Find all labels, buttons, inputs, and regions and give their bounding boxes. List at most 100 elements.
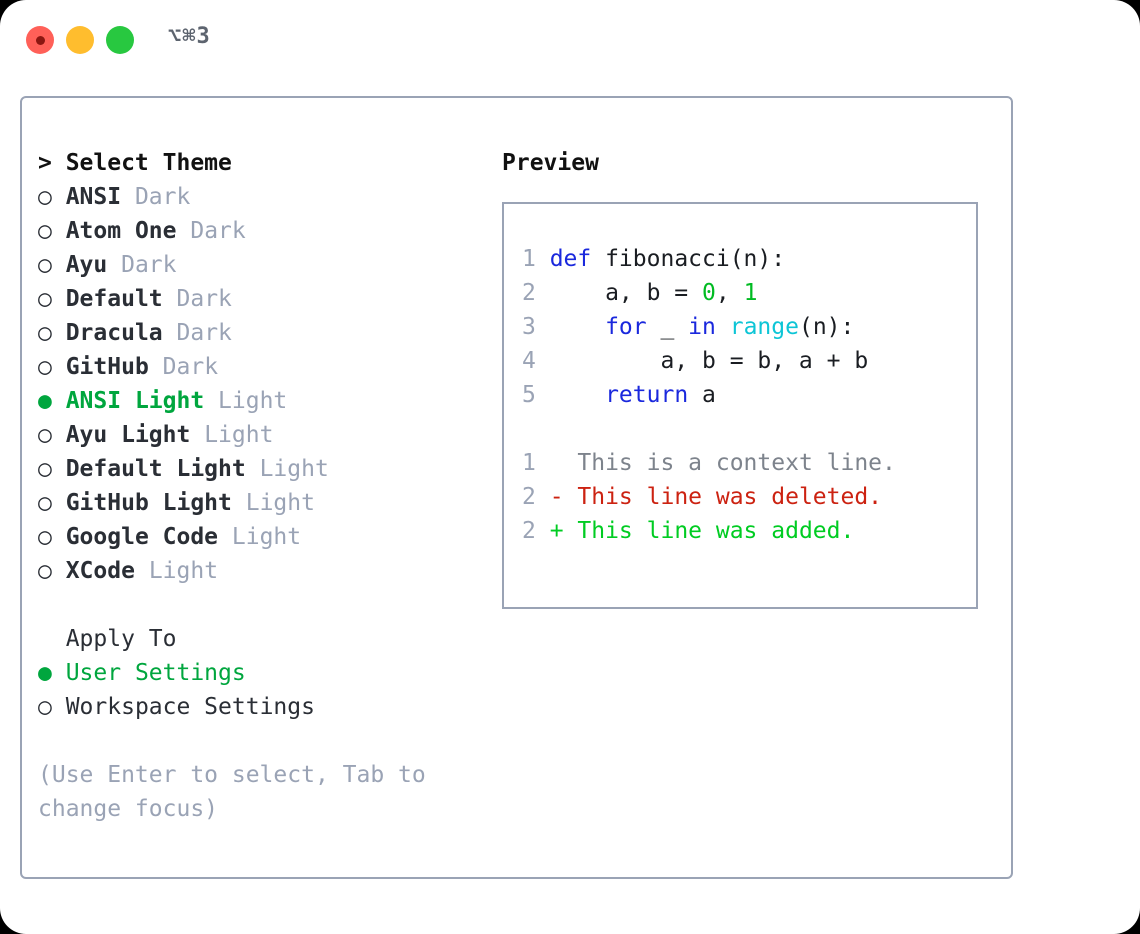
theme-option-default[interactable]: ○ Default Dark [38,282,488,316]
radio-selected-icon: ● [38,660,52,686]
title-bar: ⌥⌘3 [0,0,1140,78]
radio-unselected-icon: ○ [38,354,52,380]
theme-option-google-code[interactable]: ○ Google Code Light [38,520,488,554]
apply-to-option-label: User Settings [65,660,246,686]
theme-option-variant: Dark [134,184,191,210]
line-number: 3 [522,314,536,340]
theme-option-label: Google Code [65,524,219,550]
theme-option-ansi-light[interactable]: ● ANSI Light Light [38,384,488,418]
code-token: , [715,280,744,306]
theme-option-variant: Dark [121,252,177,278]
theme-option-ayu[interactable]: ○ Ayu Dark [38,248,488,282]
theme-option-label: GitHub Light [65,490,232,516]
diff-sign: - [549,484,578,510]
theme-picker-column: > Select Theme ○ ANSI Dark○ Atom One Dar… [38,146,488,826]
theme-option-label: Ayu Light [65,422,191,448]
code-token: 1 [743,280,758,306]
theme-option-variant: Dark [162,354,219,380]
theme-option-github[interactable]: ○ GitHub Dark [38,350,488,384]
theme-list: ○ ANSI Dark○ Atom One Dark○ Ayu Dark○ De… [38,180,488,588]
theme-option-dracula[interactable]: ○ Dracula Dark [38,316,488,350]
theme-option-variant: Light [148,558,219,584]
theme-option-variant: Light [231,524,302,550]
line-number: 2 [522,280,536,306]
code-token [550,314,605,340]
spacer [38,588,488,622]
spacer [522,412,976,446]
code-token [550,382,605,408]
theme-option-ansi[interactable]: ○ ANSI Dark [38,180,488,214]
code-token: fibonacci(n): [605,246,786,272]
code-line: 5 return a [522,378,976,412]
code-token: range [729,314,799,340]
radio-selected-icon: ● [38,388,52,414]
record-indicator-icon [36,36,45,45]
theme-option-label: ANSI Light [65,388,205,414]
theme-option-variant: Dark [190,218,246,244]
line-number: 2 [522,518,536,544]
diff-sign: + [549,518,578,544]
main-panel: > Select Theme ○ ANSI Dark○ Atom One Dar… [20,96,1013,879]
theme-option-label: GitHub [65,354,149,380]
code-token: return [605,382,689,408]
code-token: in [688,314,716,340]
theme-option-variant: Light [218,388,288,414]
theme-option-label: Dracula [65,320,163,346]
theme-option-variant: Light [245,490,315,516]
keyboard-hint: (Use Enter to select, Tab to change focu… [38,762,426,822]
theme-option-variant: Dark [176,286,232,312]
radio-unselected-icon: ○ [38,252,52,278]
theme-option-variant: Dark [176,320,232,346]
theme-option-default-light[interactable]: ○ Default Light Light [38,452,488,486]
theme-option-label: Default [65,286,163,312]
apply-to-option-workspace-settings[interactable]: ○ Workspace Settings [38,690,488,724]
code-token: 0 [702,280,716,306]
code-token: for [605,314,647,340]
line-number: 4 [522,348,536,374]
theme-option-label: XCode [65,558,135,584]
apply-to-list: ● User Settings○ Workspace Settings [38,656,488,724]
theme-option-label: Atom One [65,218,177,244]
radio-unselected-icon: ○ [38,490,52,516]
select-theme-heading: > Select Theme [38,150,232,176]
theme-option-variant: Light [259,456,329,482]
code-token [716,314,730,340]
line-number: 1 [522,450,536,476]
theme-option-github-light[interactable]: ○ GitHub Light Light [38,486,488,520]
diff-sign [550,450,578,476]
minimize-button[interactable] [66,26,94,54]
line-number: 5 [522,382,536,408]
radio-unselected-icon: ○ [38,184,52,210]
keyboard-shortcut-label: ⌥⌘3 [168,24,211,49]
radio-unselected-icon: ○ [38,694,52,720]
code-token: a, b = b, a + b [549,348,869,374]
code-token: _ [646,314,689,340]
code-token: (n): [798,314,855,340]
maximize-button[interactable] [106,26,134,54]
apply-to-heading: Apply To [38,626,177,652]
code-token: a [688,382,716,408]
radio-unselected-icon: ○ [38,558,52,584]
line-number: 1 [522,246,536,272]
theme-option-ayu-light[interactable]: ○ Ayu Light Light [38,418,488,452]
preview-heading: Preview [502,150,599,176]
diff-line-context: 1 This is a context line. [522,446,976,480]
diff-text: This is a context line. [577,450,896,476]
radio-unselected-icon: ○ [38,524,52,550]
theme-option-label: Ayu [65,252,108,278]
theme-option-xcode[interactable]: ○ XCode Light [38,554,488,588]
diff-block: 1 This is a context line.2- This line wa… [522,446,976,548]
radio-unselected-icon: ○ [38,422,52,448]
code-line: 2 a, b = 0, 1 [522,276,976,310]
theme-option-atom-one[interactable]: ○ Atom One Dark [38,214,488,248]
diff-text: This line was added. [577,518,855,544]
apply-to-option-user-settings[interactable]: ● User Settings [38,656,488,690]
diff-line-deleted: 2- This line was deleted. [522,480,976,514]
diff-text: This line was deleted. [577,484,883,510]
radio-unselected-icon: ○ [38,286,52,312]
code-line: 4 a, b = b, a + b [522,344,976,378]
